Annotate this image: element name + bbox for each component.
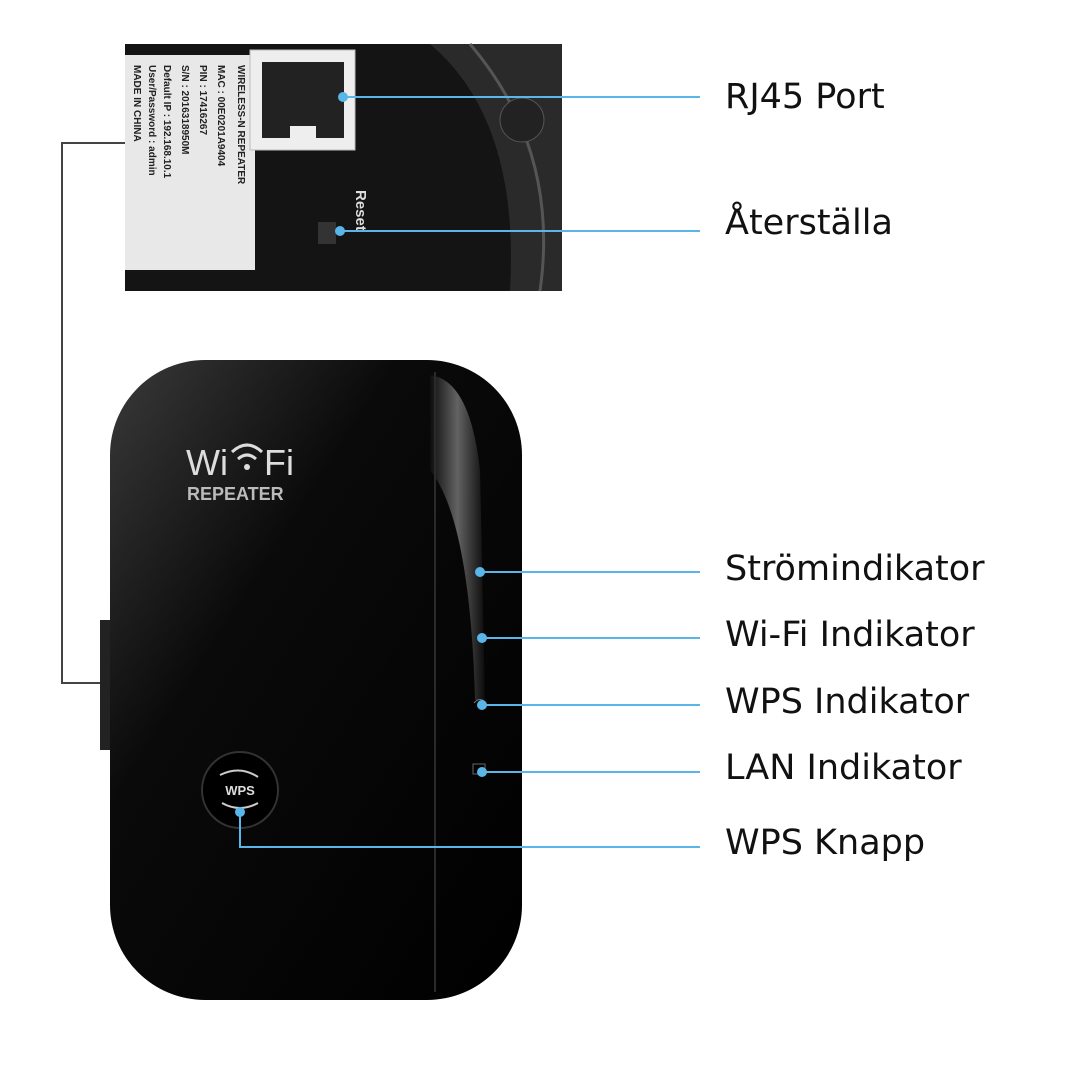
leader-reset xyxy=(335,226,700,236)
label-reset: Återställa xyxy=(725,203,893,243)
logo-wi: Wi xyxy=(186,442,228,483)
label-power-indicator: Strömindikator xyxy=(725,549,985,589)
label-wps-button: WPS Knapp xyxy=(725,823,926,863)
label-lan-indicator: LAN Indikator xyxy=(725,748,962,788)
logo-fi: Fi xyxy=(264,442,294,483)
device-sticker: WIRELESS-N REPEATER MAC : 00E0201A9404 P… xyxy=(125,55,255,270)
leader-wifi xyxy=(477,633,700,643)
connector-line xyxy=(61,142,125,684)
reset-text: Reset xyxy=(352,190,369,231)
label-wps-indicator: WPS Indikator xyxy=(725,682,970,722)
wifi-logo-icon xyxy=(230,443,264,470)
logo-repeater: REPEATER xyxy=(187,484,284,504)
wps-button: WPS xyxy=(201,751,279,829)
leader-lines xyxy=(235,92,700,848)
sticker-origin: MADE IN CHINA xyxy=(131,65,142,142)
sticker-sn: S/N : 2016318950M xyxy=(179,65,190,155)
top-view-photo: WIRELESS-N REPEATER MAC : 00E0201A9404 P… xyxy=(125,43,562,292)
rj45-port xyxy=(249,49,356,151)
sticker-user: User/Password : admin xyxy=(146,65,157,176)
leader-lan xyxy=(477,767,700,777)
sticker-ip: Default IP : 192.168.10.1 xyxy=(161,65,172,179)
sticker-pin: PIN : 17416267 xyxy=(197,65,208,135)
leader-rj45 xyxy=(338,92,700,102)
leader-wps-button xyxy=(235,807,700,848)
repeater-body: Wi Fi REPEATER WPS xyxy=(100,360,522,1000)
leader-power xyxy=(475,567,700,577)
wps-button-label: WPS xyxy=(225,783,255,798)
sticker-mac: MAC : 00E0201A9404 xyxy=(215,65,226,167)
sticker-title: WIRELESS-N REPEATER xyxy=(235,65,246,185)
reset-hole xyxy=(318,222,336,244)
wps-button-top xyxy=(499,97,545,143)
leader-wps-led xyxy=(477,700,700,710)
label-rj45-port: RJ45 Port xyxy=(725,77,885,117)
label-wifi-indicator: Wi-Fi Indikator xyxy=(725,615,975,655)
